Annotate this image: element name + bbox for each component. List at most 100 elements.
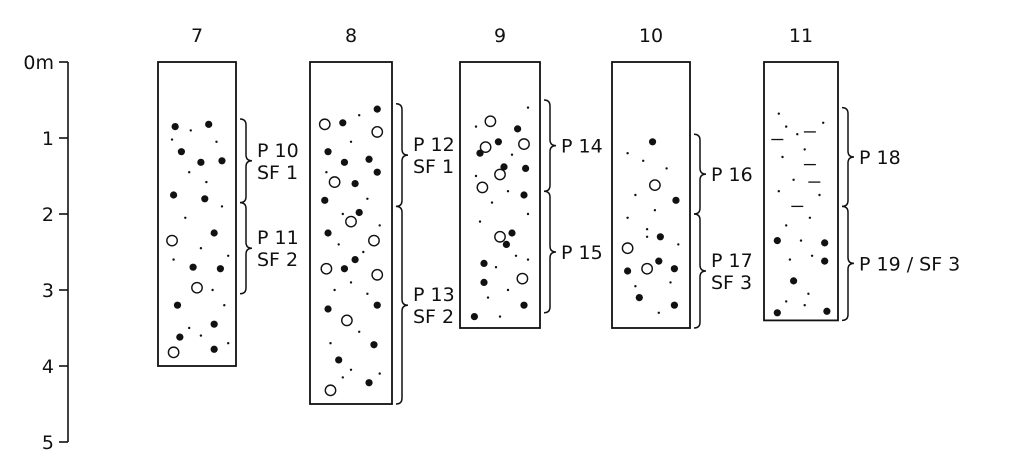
column-8-pebble-0 — [373, 105, 381, 113]
column-8-speck-5 — [378, 224, 381, 227]
depth-tick-label-5: 5 — [42, 432, 54, 454]
column-10-sample-brace-1 — [693, 213, 707, 329]
column-10-speck-1 — [642, 159, 645, 162]
column-9-speck-12 — [498, 315, 502, 318]
depth-tick-label-2: 2 — [42, 204, 54, 226]
column-10-pebble-7 — [655, 257, 663, 265]
column-8-speck-2 — [325, 171, 328, 174]
column-8-open-circle-8 — [324, 384, 337, 397]
column-7-speck-4 — [188, 171, 191, 174]
column-11-speck-14 — [807, 292, 810, 295]
column-7-pebble-5 — [170, 191, 178, 199]
column-9-speck-7 — [478, 220, 482, 223]
column-7-speck-10 — [211, 288, 214, 292]
column-7-speck-1 — [215, 140, 218, 143]
column-8-pebble-4 — [365, 155, 373, 163]
column-8-open-circle-0 — [318, 118, 331, 131]
column-7-speck-11 — [223, 304, 226, 307]
column-9-speck-5 — [490, 201, 494, 204]
column-7-sample-1-label-0: P 11 — [257, 227, 299, 249]
column-11-speck-7 — [792, 178, 795, 181]
column-7-speck-6 — [184, 216, 187, 219]
column-10-open-circle-2 — [641, 262, 653, 275]
column-9-open-circle-6 — [516, 272, 529, 285]
column-7-speck-7 — [199, 247, 203, 250]
column-8-speck-9 — [333, 288, 336, 292]
column-10-speck-7 — [677, 243, 680, 246]
column-7-speck-3 — [205, 180, 208, 184]
column-7-speck-8 — [227, 254, 230, 257]
column-8-speck-12 — [329, 342, 332, 345]
column-box-8 — [309, 61, 393, 405]
column-7-speck-13 — [199, 334, 203, 337]
column-7-open-circle-2 — [167, 346, 180, 359]
column-10-speck-4 — [653, 209, 657, 212]
column-11-speck-5 — [803, 148, 806, 151]
column-10-pebble-3 — [624, 267, 632, 275]
column-9-speck-0 — [474, 125, 478, 128]
column-10-speck-0 — [626, 152, 629, 155]
column-7-pebble-7 — [210, 229, 218, 237]
column-9-speck-6 — [526, 212, 530, 216]
column-7-speck-14 — [227, 342, 230, 345]
column-10-sample-1-label-0: P 17 — [711, 250, 753, 272]
column-11-pebble-4 — [773, 309, 781, 317]
column-7-pebble-0 — [171, 123, 179, 131]
column-8-sample-brace-0 — [395, 103, 409, 208]
depth-tick-label-3: 3 — [42, 280, 54, 302]
column-11-speck-8 — [777, 190, 780, 193]
column-9-pebble-5 — [520, 191, 528, 199]
column-8-pebble-5 — [351, 180, 359, 188]
column-8-sample-1-label-0: P 13 — [413, 284, 455, 306]
column-7-open-circle-0 — [166, 234, 178, 247]
column-11-sample-brace-1 — [841, 205, 855, 322]
column-8-open-circle-5 — [320, 262, 333, 275]
column-number-7: 7 — [191, 25, 203, 47]
column-11-pebble-3 — [790, 277, 798, 285]
depth-tick-label-4: 4 — [42, 356, 54, 378]
column-7-pebble-8 — [189, 263, 197, 271]
column-10-pebble-0 — [648, 138, 657, 146]
column-8-open-circle-2 — [328, 176, 341, 188]
column-box-9 — [459, 61, 541, 329]
column-9-speck-3 — [474, 174, 478, 178]
column-11-speck-15 — [785, 300, 788, 303]
column-10-speck-6 — [645, 235, 649, 238]
column-9-pebble-0 — [514, 125, 522, 133]
column-9-sample-0-label-0: P 14 — [561, 136, 603, 158]
column-10-pebble-6 — [670, 301, 679, 309]
column-box-10 — [611, 61, 691, 329]
column-10-speck-2 — [665, 167, 668, 170]
column-10-open-circle-0 — [649, 179, 661, 192]
depth-tick-label-1: 1 — [42, 128, 54, 150]
column-9-open-circle-4 — [476, 181, 489, 194]
column-7-pebble-4 — [218, 157, 226, 165]
column-9-pebble-8 — [480, 259, 488, 267]
column-9-sample-brace-0 — [543, 99, 557, 192]
column-7-sample-0-label-1: SF 1 — [257, 162, 298, 184]
column-10-speck-10 — [669, 281, 672, 284]
column-11-sample-brace-0 — [841, 106, 855, 208]
column-9-speck-9 — [494, 266, 498, 269]
column-8-open-circle-7 — [340, 314, 353, 327]
column-9-speck-10 — [506, 288, 510, 292]
column-8-open-circle-6 — [371, 268, 384, 281]
column-8-speck-15 — [341, 376, 344, 379]
column-7-pebble-9 — [216, 265, 224, 273]
column-11-speck-16 — [803, 304, 806, 307]
column-7-speck-9 — [172, 258, 175, 261]
column-9-sample-brace-1 — [543, 190, 557, 314]
column-7-speck-12 — [188, 326, 191, 330]
column-10-speck-11 — [645, 228, 649, 231]
column-8-open-circle-4 — [368, 234, 380, 247]
column-8-speck-8 — [349, 281, 353, 284]
column-7-speck-5 — [220, 205, 224, 208]
column-8-pebble-11 — [340, 265, 349, 273]
column-7-sample-brace-1 — [239, 201, 253, 295]
column-10-sample-0-label-0: P 16 — [711, 164, 753, 186]
column-9-open-circle-3 — [494, 168, 506, 181]
column-11-speck-9 — [808, 216, 812, 219]
column-10-pebble-2 — [656, 233, 664, 241]
column-11-pebble-5 — [823, 307, 831, 315]
